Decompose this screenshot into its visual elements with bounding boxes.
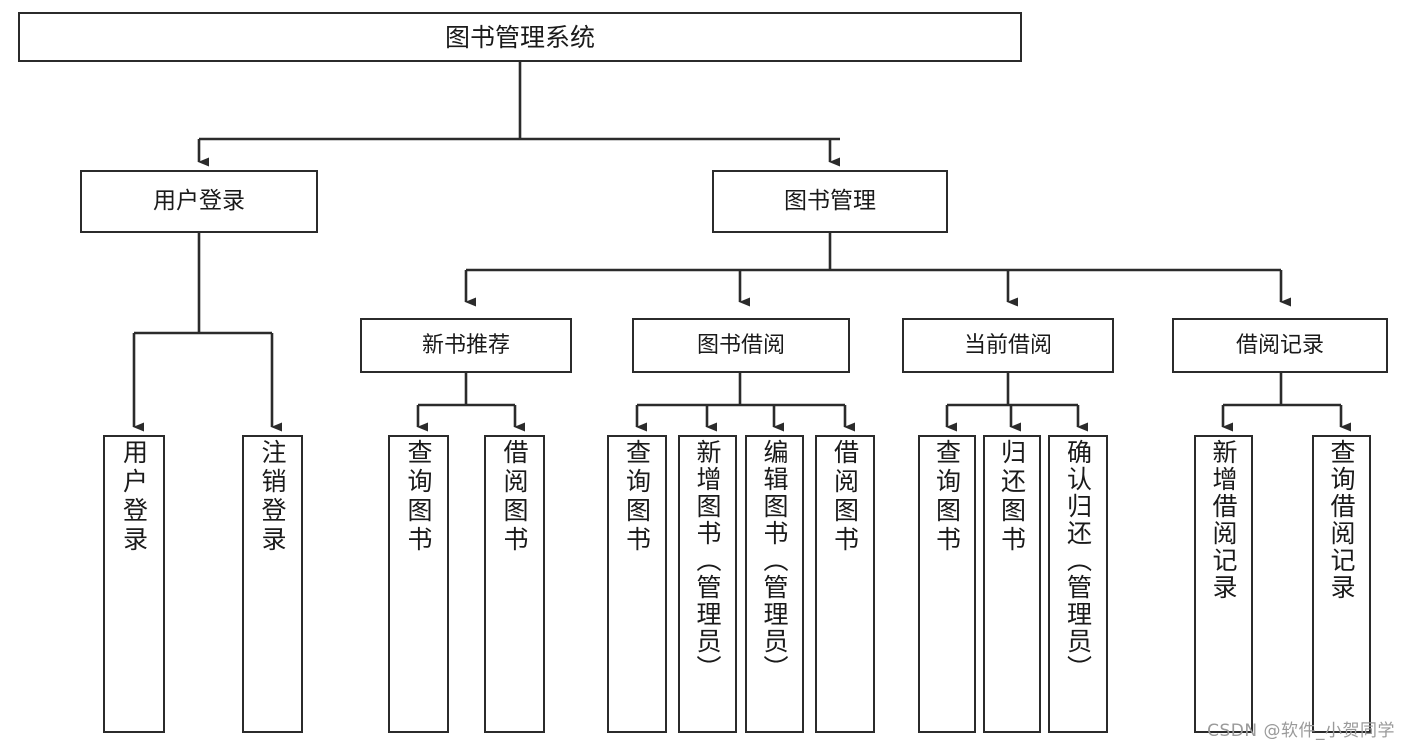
- node-new-book-recommend[interactable]: 新书推荐: [360, 318, 572, 373]
- node-leaf-query-book-3[interactable]: 查询图书: [918, 435, 976, 733]
- node-book-borrow[interactable]: 图书借阅: [632, 318, 850, 373]
- node-user-login[interactable]: 用户登录: [80, 170, 318, 233]
- node-leaf-logout-login[interactable]: 注销登录: [242, 435, 303, 733]
- node-leaf-query-borrow-record[interactable]: 查询借阅记录: [1312, 435, 1371, 733]
- node-leaf-borrow-book-1-label: 借阅图书: [500, 439, 529, 555]
- node-leaf-query-book-2-label: 查询图书: [622, 439, 652, 555]
- node-leaf-query-book-1-label: 查询图书: [404, 439, 433, 555]
- node-root-label: 图书管理系统: [444, 22, 595, 52]
- node-new-book-recommend-label: 新书推荐: [421, 332, 510, 358]
- node-user-login-label: 用户登录: [153, 188, 245, 215]
- node-borrow-record[interactable]: 借阅记录: [1172, 318, 1388, 373]
- node-leaf-add-borrow-record[interactable]: 新增借阅记录: [1194, 435, 1253, 733]
- node-leaf-borrow-book-1[interactable]: 借阅图书: [484, 435, 545, 733]
- node-leaf-query-borrow-record-label: 查询借阅记录: [1327, 439, 1356, 601]
- node-borrow-record-label: 借阅记录: [1235, 332, 1324, 358]
- node-leaf-user-login[interactable]: 用户登录: [103, 435, 165, 733]
- node-book-management-label: 图书管理: [784, 188, 876, 215]
- node-leaf-borrow-book-2[interactable]: 借阅图书: [815, 435, 875, 733]
- node-leaf-return-book-label: 归还图书: [997, 439, 1027, 555]
- node-leaf-user-login-label: 用户登录: [119, 439, 149, 555]
- node-current-borrow[interactable]: 当前借阅: [902, 318, 1114, 373]
- node-book-management[interactable]: 图书管理: [712, 170, 948, 233]
- node-leaf-borrow-book-2-label: 借阅图书: [830, 439, 860, 555]
- node-leaf-query-book-3-label: 查询图书: [932, 439, 962, 555]
- node-leaf-query-book-2[interactable]: 查询图书: [607, 435, 667, 733]
- node-current-borrow-label: 当前借阅: [963, 332, 1052, 358]
- node-leaf-confirm-return-admin-label: 确认归还（管理员）: [1063, 439, 1093, 682]
- node-root[interactable]: 图书管理系统: [18, 12, 1022, 62]
- node-leaf-return-book[interactable]: 归还图书: [983, 435, 1041, 733]
- node-leaf-confirm-return-admin[interactable]: 确认归还（管理员）: [1048, 435, 1108, 733]
- node-leaf-add-book-admin[interactable]: 新增图书（管理员）: [678, 435, 737, 733]
- node-leaf-logout-login-label: 注销登录: [258, 439, 287, 555]
- node-book-borrow-label: 图书借阅: [696, 332, 785, 358]
- node-leaf-add-borrow-record-label: 新增借阅记录: [1209, 439, 1238, 601]
- node-leaf-query-book-1[interactable]: 查询图书: [388, 435, 449, 733]
- node-leaf-edit-book-admin-label: 编辑图书（管理员）: [760, 439, 789, 682]
- node-leaf-add-book-admin-label: 新增图书（管理员）: [693, 439, 722, 682]
- node-leaf-edit-book-admin[interactable]: 编辑图书（管理员）: [745, 435, 804, 733]
